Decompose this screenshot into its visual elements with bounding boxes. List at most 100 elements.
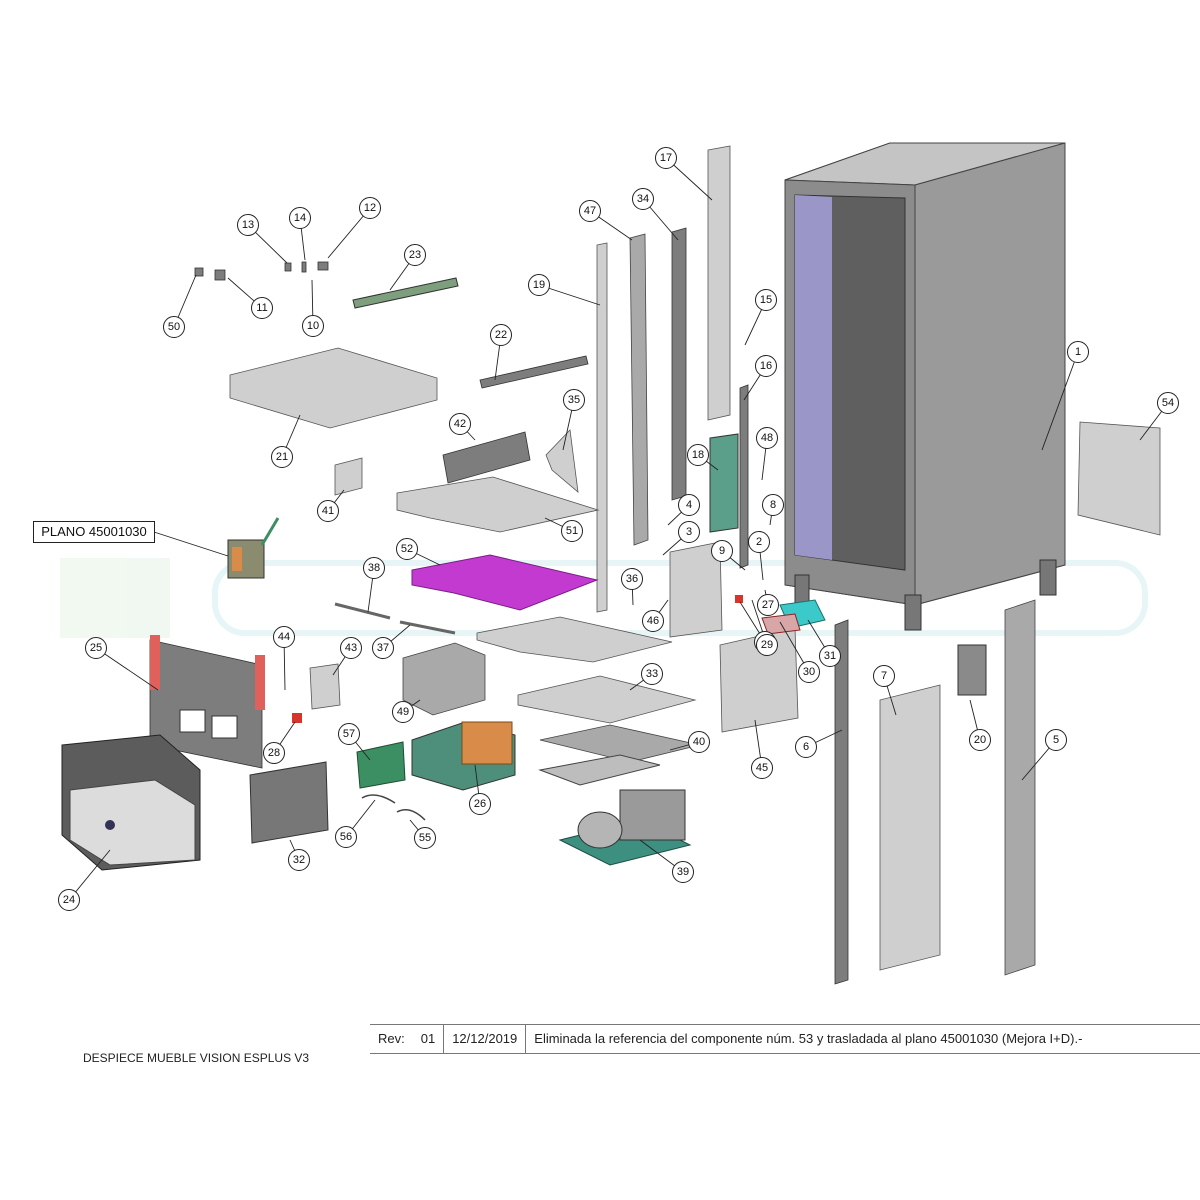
callout-number: 40 [693,736,705,748]
part-plate-31 [249,761,329,844]
part-small-hardware [194,261,329,281]
part-profile-16 [739,384,749,569]
callout-36: 36 [621,568,643,590]
callout-circle [528,274,550,296]
callout-number: 34 [637,193,649,205]
part-shelf-50 [396,476,600,533]
callout-56: 56 [335,826,357,848]
callout-number: 22 [495,329,507,341]
callout-circle [795,736,817,758]
callout-number: 7 [881,670,887,682]
callout-number: 31 [824,650,836,662]
part-rod-36 [399,620,456,635]
part-box-48 [402,642,486,716]
callout-number: 27 [762,599,774,611]
callout-5: 5 [1045,729,1067,751]
callout-3: 3 [678,521,700,543]
callout-number: 33 [646,668,658,680]
part-front-frame [149,635,265,769]
part-fan-assembly [442,431,531,484]
callout-circle [273,626,295,648]
callout-number: 16 [760,360,772,372]
callout-number: 11 [256,302,267,314]
part-rod-37 [334,602,391,620]
part-shelf-51 [476,616,673,663]
callout-number: 29 [761,639,773,651]
callout-42: 42 [449,413,471,435]
callout-29: 29 [756,634,778,656]
callout-number: 55 [419,832,431,844]
part-box-45 [669,541,723,638]
callout-number: 24 [63,894,75,906]
part-orange-module [461,721,513,765]
callout-circle [317,500,339,522]
callout-number: 30 [803,666,815,678]
callout-circle [372,637,394,659]
callout-number: 57 [343,728,355,740]
callout-number: 37 [377,642,389,654]
part-rail-23 [352,277,459,309]
part-profile-46 [629,233,649,546]
callout-circle [1157,392,1179,414]
callout-number: 46 [647,615,659,627]
callout-circle [655,147,677,169]
callout-6: 6 [795,736,817,758]
callout-18: 18 [687,444,709,466]
callout-number: 50 [168,321,180,333]
callout-22: 22 [490,324,512,346]
callout-26: 26 [469,793,491,815]
callout-number: 26 [474,798,486,810]
callout-circle [363,557,385,579]
callout-41: 41 [317,500,339,522]
part-long-strip [1004,599,1036,976]
part-base-frame [61,734,201,871]
callout-32: 32 [288,849,310,871]
callout-circle [678,521,700,543]
callout-circle [335,826,357,848]
callout-39: 39 [672,861,694,883]
callout-number: 12 [364,202,376,214]
callout-circle [1045,729,1067,751]
part-cabinet [784,142,1066,631]
callout-number: 49 [397,706,409,718]
callout-19: 19 [528,274,550,296]
callout-number: 56 [340,831,352,843]
callout-46: 46 [642,610,664,632]
callout-circle [755,355,777,377]
part-magenta-pad [411,554,599,611]
callout-circle [289,207,311,229]
callout-circle [340,637,362,659]
callout-number: 51 [566,525,578,537]
callout-35: 35 [563,389,585,411]
callout-circle [490,324,512,346]
callout-circle [756,427,778,449]
callout-number: 28 [268,747,280,759]
callout-7: 7 [873,665,895,687]
plano-leader-line [153,531,229,557]
part-top-tray [229,347,438,429]
callout-number: 23 [409,249,421,261]
callout-circle [711,540,733,562]
callout-circle [338,723,360,745]
part-top-profile [707,145,731,421]
callout-circle [414,827,436,849]
callout-number: 54 [1162,397,1174,409]
callout-40: 40 [688,731,710,753]
callout-number: 32 [293,854,305,866]
callout-circle [58,889,80,911]
callout-circle [756,634,778,656]
callout-circle [688,731,710,753]
callout-number: 14 [294,212,306,224]
callout-circle [687,444,709,466]
callout-14: 14 [289,207,311,229]
callout-circle [163,316,185,338]
part-control-box [957,644,987,696]
callout-circle [302,315,324,337]
rev-description: Eliminada la referencia del componente n… [525,1025,1090,1053]
rev-label: Rev: [378,1031,405,1046]
callout-52: 52 [396,538,418,560]
part-red-connector-2 [735,595,743,603]
callout-number: 15 [760,294,772,306]
callout-number: 41 [322,505,334,517]
callout-21: 21 [271,446,293,468]
